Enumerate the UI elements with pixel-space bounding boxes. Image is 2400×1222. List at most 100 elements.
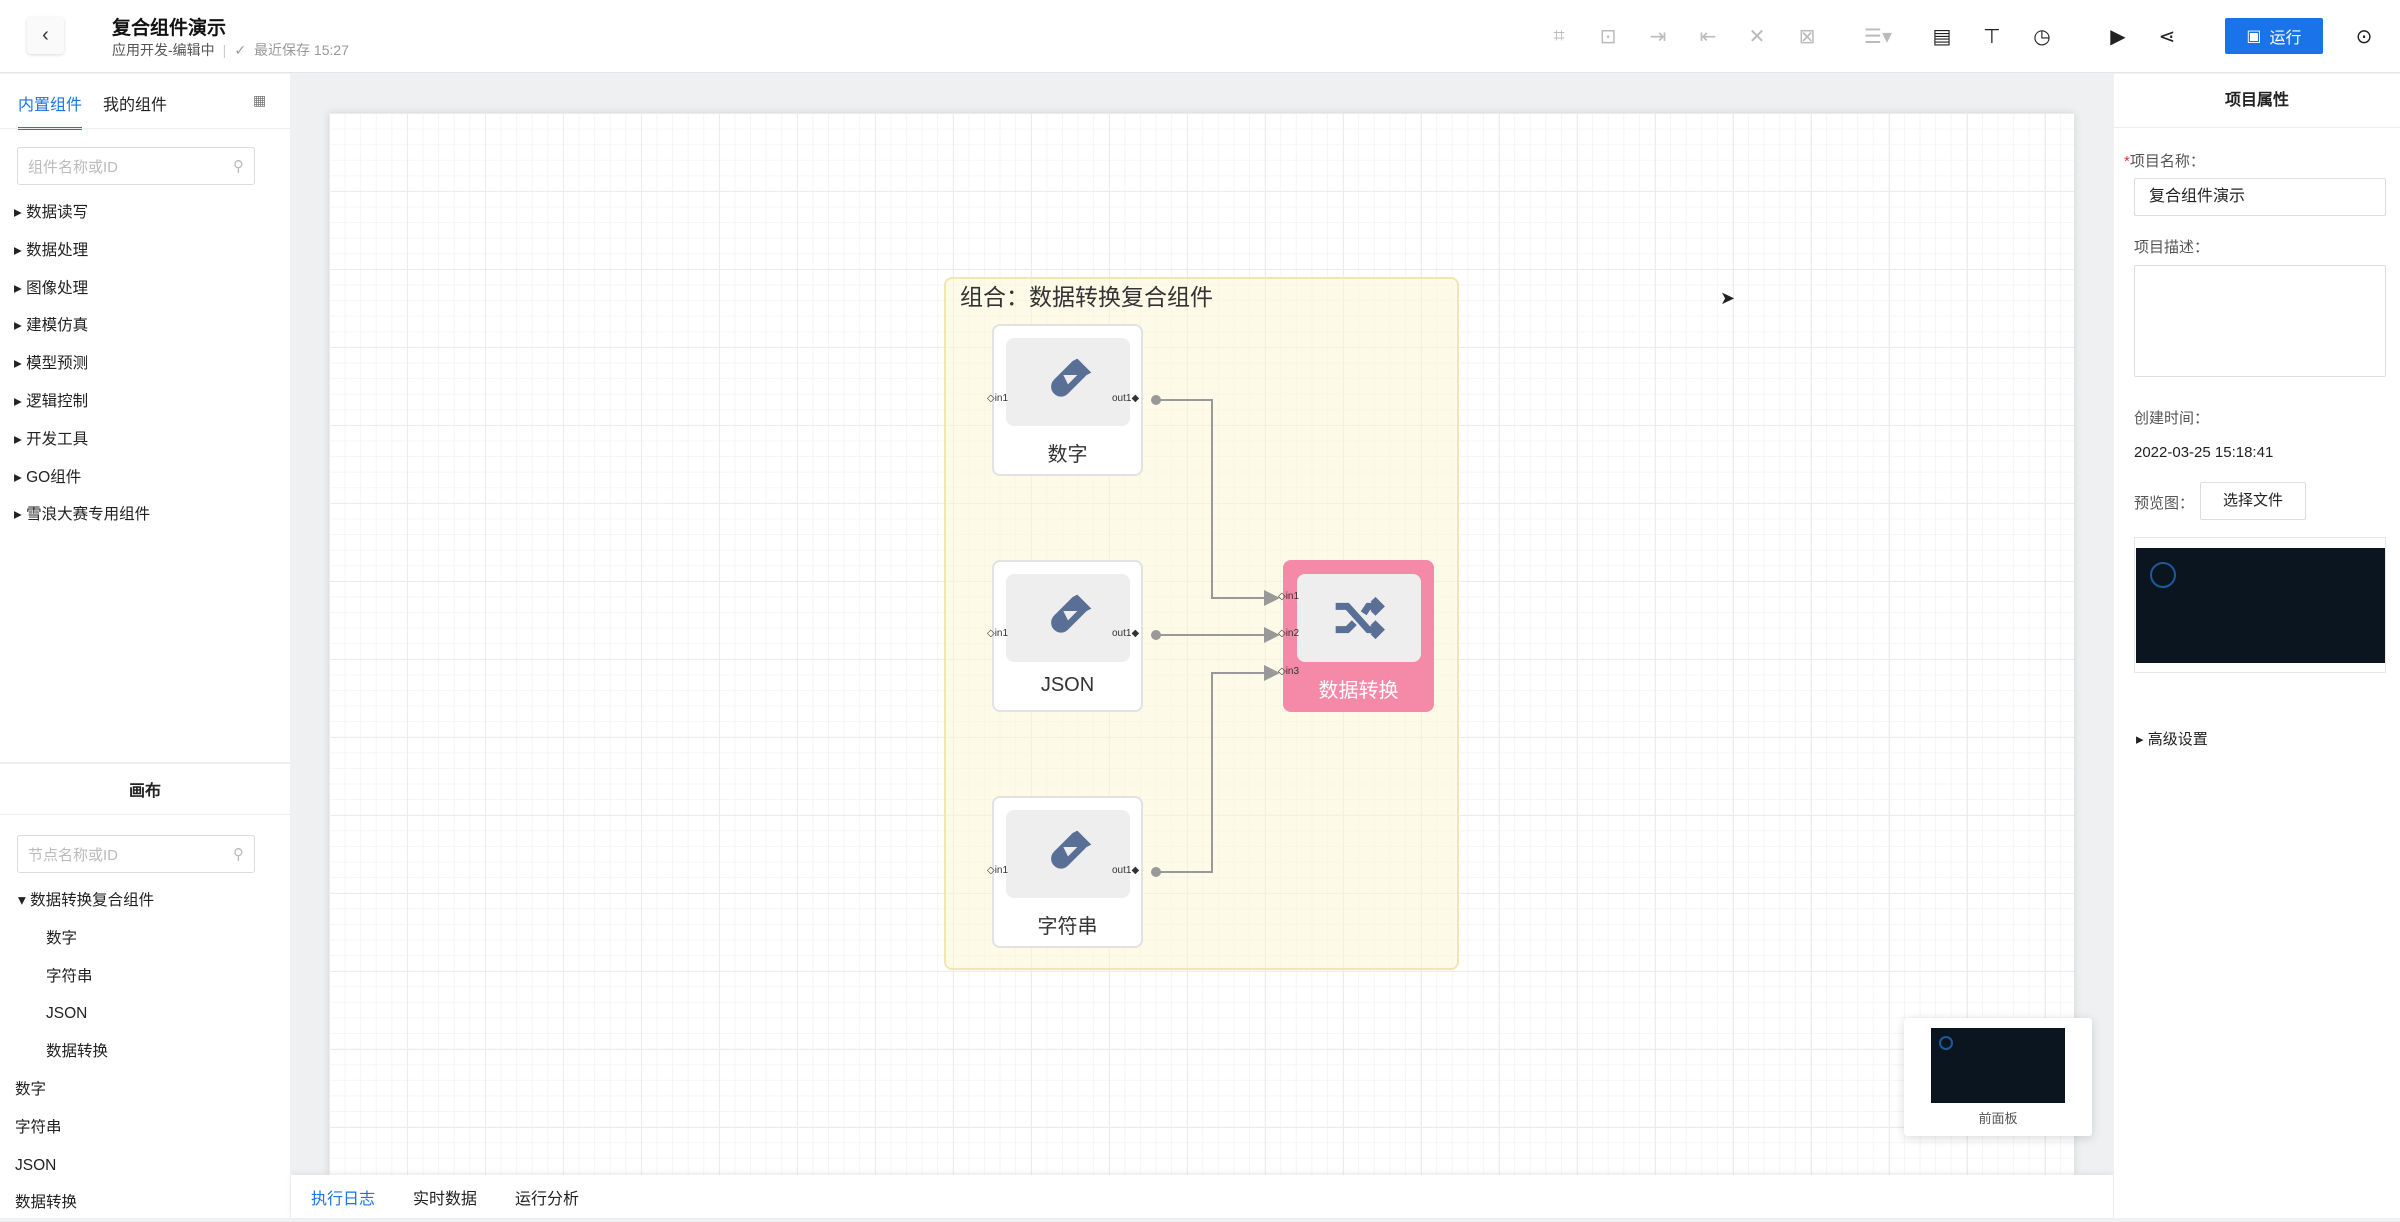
node-label: JSON [1040, 674, 1095, 696]
port-in[interactable]: ◇in1 [987, 628, 1009, 639]
divider [0, 128, 290, 129]
created-time-value: 2022-03-25 15:18:41 [2134, 444, 2274, 461]
category-item[interactable]: ▸ 模型预测 [14, 355, 89, 373]
group-title: 组合：数据转换复合组件 [960, 284, 1213, 310]
node-string[interactable]: 字符串 [992, 796, 1143, 948]
play-icon: ▣ [2246, 28, 2262, 45]
grid-view-icon[interactable]: ▦ [253, 92, 267, 108]
category-item[interactable]: ▸ 雪浪大赛专用组件 [14, 506, 151, 524]
component-search-input[interactable]: 组件名称或ID ⚲ [17, 147, 255, 185]
port-out[interactable]: out1◆ [1112, 628, 1140, 639]
project-name-input[interactable]: 复合组件演示 [2134, 178, 2386, 216]
search-placeholder: 组件名称或ID [28, 158, 119, 176]
category-item[interactable]: ▸ 开发工具 [14, 430, 89, 448]
link-group-icon[interactable]: ⊠ [1798, 25, 1816, 48]
port-out[interactable]: out1◆ [1112, 393, 1140, 404]
front-panel-thumbnail [1931, 1028, 2065, 1103]
port-in[interactable]: ◇in1 [987, 393, 1009, 404]
tab-run-analysis[interactable]: 运行分析 [515, 1190, 580, 1208]
node-data-transform[interactable]: 数据转换 [1283, 560, 1434, 712]
tree-item[interactable]: 数据转换 [15, 1194, 78, 1212]
port-in[interactable]: ◇in1 [1278, 591, 1300, 602]
shuffle-icon [1297, 574, 1421, 662]
category-item[interactable]: ▸ 数据读写 [14, 204, 89, 221]
port-out[interactable]: out1◆ [1112, 865, 1140, 876]
preview-label: 预览图： [2134, 495, 2195, 512]
search-placeholder: 节点名称或ID [28, 846, 119, 864]
test-tube-icon [1006, 574, 1130, 662]
tree-item[interactable]: JSON [46, 1005, 88, 1023]
minimap-front-panel[interactable]: 前面板 [1904, 1018, 2092, 1136]
node-json[interactable]: JSON [992, 560, 1143, 712]
ungroup-icon[interactable]: ⊡ [1599, 25, 1617, 48]
tab-builtin-components[interactable]: 内置组件 [18, 91, 83, 130]
tree-item[interactable]: 数字 [15, 1080, 47, 1098]
project-desc-label: 项目描述： [2134, 239, 2210, 256]
preview-image [2136, 548, 2385, 663]
page-title: 复合组件演示 [112, 18, 227, 39]
test-tube-icon [1006, 338, 1130, 426]
align-dropdown-icon[interactable]: ☰▾ [1864, 25, 1892, 48]
left-sidebar: 内置组件 我的组件 ▦ 组件名称或ID ⚲ ▸ 数据读写 ▸ 数据处理 ▸ 图像处… [0, 74, 290, 1218]
divider [0, 814, 290, 815]
divider: | [222, 42, 227, 58]
group-icon[interactable]: ⌗ [1553, 24, 1565, 47]
right-properties-panel: 项目属性 *项目名称： 复合组件演示 项目描述： 创建时间： 2022-03-2… [2114, 74, 2400, 1218]
tree-group-item[interactable]: ▾ 数据转换复合组件 [18, 892, 155, 909]
node-tree: ▾ 数据转换复合组件 数字 字符串 JSON 数据转换 数字 字符串 JSON … [15, 882, 155, 1222]
project-name-label: *项目名称： [2124, 153, 2205, 170]
mode-label: 应用开发-编辑中 [112, 42, 215, 58]
page-subtitle: 应用开发-编辑中 | ✓ 最近保存 15:27 [112, 40, 349, 60]
advanced-settings-toggle[interactable]: ▸ 高级设置 [2136, 731, 2208, 748]
top-header: ‹ 复合组件演示 应用开发-编辑中 | ✓ 最近保存 15:27 ⌗ ⊡ ⇥ ⇤… [0, 0, 2400, 73]
run-button[interactable]: ▣ 运行 [2225, 18, 2323, 54]
test-tube-icon [1006, 810, 1130, 898]
chevron-left-icon: ‹ [42, 24, 49, 46]
category-item[interactable]: ▸ 建模仿真 [14, 317, 89, 335]
tree-item[interactable]: 字符串 [46, 967, 93, 985]
category-item[interactable]: ▸ 数据处理 [14, 241, 89, 259]
choose-file-button[interactable]: 选择文件 [2200, 482, 2306, 520]
node-search-input[interactable]: 节点名称或ID ⚲ [17, 835, 255, 873]
node-label: 数字 [1047, 444, 1088, 466]
align-in-icon[interactable]: ⇥ [1649, 25, 1667, 48]
search-icon: ⚲ [233, 846, 244, 863]
format-painter-icon[interactable]: ⊤ [1983, 25, 2001, 48]
category-item[interactable]: ▸ 逻辑控制 [14, 392, 89, 410]
created-time-label: 创建时间： [2134, 410, 2210, 427]
tree-item[interactable]: 数据转换 [46, 1043, 109, 1061]
minimap-label: 前面板 [1978, 1111, 2018, 1126]
category-item[interactable]: ▸ 图像处理 [14, 279, 89, 297]
orbit-icon[interactable]: ✕ [1748, 25, 1766, 48]
port-in[interactable]: ◇in1 [987, 865, 1009, 876]
canvas-section-title: 画布 [128, 783, 161, 800]
node-label: 数据转换 [1318, 680, 1399, 702]
history-icon[interactable]: ◷ [2033, 25, 2051, 48]
more-icon[interactable]: ⊙ [2355, 25, 2373, 48]
bottom-tabs: 执行日志 实时数据 运行分析 [291, 1175, 2113, 1218]
port-in[interactable]: ◇in2 [1278, 628, 1300, 639]
run-label: 运行 [2269, 30, 2302, 47]
tab-my-components[interactable]: 我的组件 [103, 97, 168, 114]
preview-play-icon[interactable]: ▶ [2110, 25, 2126, 48]
tree-item[interactable]: 数字 [46, 929, 78, 947]
tab-execution-log[interactable]: 执行日志 [311, 1190, 376, 1208]
share-icon[interactable]: ⋖ [2158, 25, 2176, 48]
divider [0, 762, 290, 764]
project-desc-textarea[interactable] [2134, 265, 2386, 377]
component-category-list: ▸ 数据读写 ▸ 数据处理 ▸ 图像处理 ▸ 建模仿真 ▸ 模型预测 ▸ 逻辑控… [14, 194, 150, 534]
panel-title: 项目属性 [2114, 74, 2400, 128]
node-number[interactable]: 数字 [992, 324, 1143, 476]
tab-realtime-data[interactable]: 实时数据 [413, 1190, 478, 1208]
back-button[interactable]: ‹ [27, 17, 64, 54]
align-out-icon[interactable]: ⇤ [1699, 25, 1717, 48]
mouse-cursor: ➤ [1720, 288, 1736, 308]
check-circle-icon: ✓ [234, 41, 247, 58]
preview-image-frame [2134, 537, 2386, 673]
search-icon: ⚲ [233, 158, 244, 175]
tree-item[interactable]: 字符串 [15, 1118, 62, 1136]
category-item[interactable]: ▸ GO组件 [14, 468, 82, 486]
log-refresh-icon[interactable]: ▤ [1932, 25, 1952, 48]
port-in[interactable]: ◇in3 [1278, 666, 1300, 677]
tree-item[interactable]: JSON [15, 1156, 57, 1174]
